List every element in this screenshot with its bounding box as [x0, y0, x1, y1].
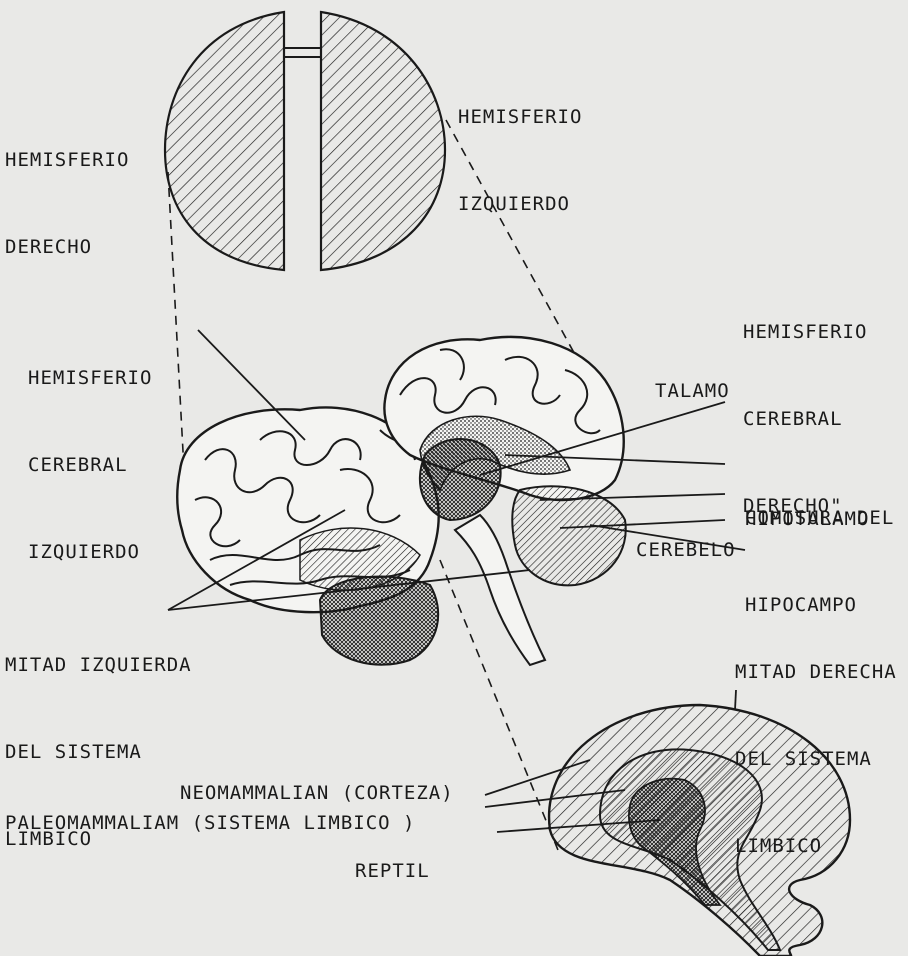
- label-cerebelo: CEREBELO: [636, 536, 736, 565]
- label-hemisferio-izquierdo: HEMISFERIO IZQUIERDO: [458, 45, 582, 277]
- label-line: DEL SISTEMA: [5, 738, 192, 767]
- label-line: CEREBRAL: [743, 405, 867, 434]
- corpus-callosum-bridge: [284, 48, 321, 57]
- label-reptil: REPTIL: [355, 857, 430, 886]
- label-hemisferio-cerebral-izquierdo: HEMISFERIO CEREBRAL IZQUIERDO: [28, 306, 152, 625]
- label-mitad-izquierda: MITAD IZQUIERDA DEL SISTEMA LIMBICO: [5, 593, 192, 912]
- label-line: DEL SISTEMA: [735, 745, 897, 774]
- label-line: IZQUIERDO: [458, 190, 582, 219]
- label-line: MITAD IZQUIERDA: [5, 651, 192, 680]
- right-hemisphere-shape: [165, 12, 284, 270]
- label-neomammalian: NEOMAMMALIAN (CORTEZA): [180, 779, 454, 808]
- label-line: IZQUIERDO: [28, 538, 152, 567]
- label-line: HEMISFERIO: [458, 103, 582, 132]
- label-talamo: TALAMO: [655, 377, 730, 406]
- label-mitad-derecha: MITAD DERECHA DEL SISTEMA LIMBICO: [735, 600, 897, 919]
- label-line: MITAD DERECHA: [735, 658, 897, 687]
- label-line: HEMISFERIO: [5, 146, 129, 175]
- label-line: CEREBRAL: [28, 451, 152, 480]
- label-paleomammaliam: PALEOMAMMALIAM (SISTEMA LIMBICO ): [5, 809, 416, 838]
- label-hipotalamo: HIPOTALAMO: [745, 505, 869, 534]
- label-line: LIMBICO: [735, 832, 897, 861]
- label-hemisferio-derecho: HEMISFERIO DERECHO: [5, 88, 129, 320]
- label-line: HEMISFERIO: [28, 364, 152, 393]
- top-hemispheres: [165, 12, 445, 270]
- left-hemisphere-shape: [321, 12, 445, 270]
- label-line: DERECHO: [5, 233, 129, 262]
- label-line: HEMISFERIO: [743, 318, 867, 347]
